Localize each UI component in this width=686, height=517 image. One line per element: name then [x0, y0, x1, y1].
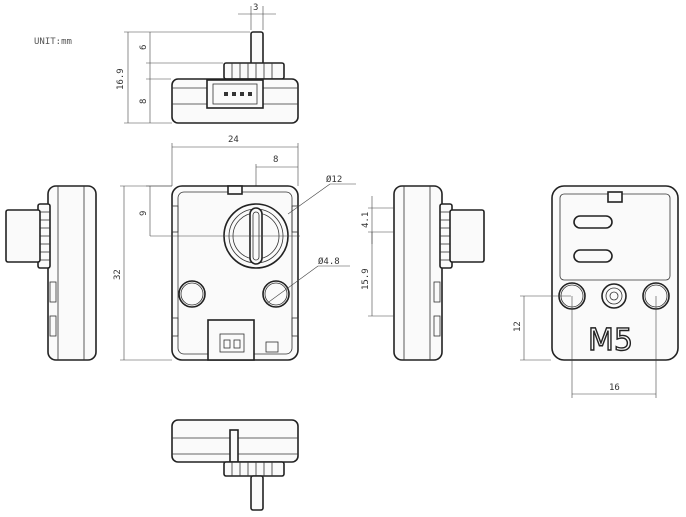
- mounting-hole: [262, 280, 290, 308]
- left-side-view: [5, 185, 97, 361]
- dim-shaft-width: 3: [253, 3, 258, 13]
- connector-pin: [232, 92, 236, 96]
- back-view-body: [551, 185, 679, 361]
- dim-width-24: 24: [228, 135, 239, 145]
- connector-pin: [248, 92, 252, 96]
- lego-slot: [573, 215, 613, 229]
- connector-pin: [240, 92, 244, 96]
- left-shaft: [5, 209, 41, 263]
- dim-offset-9: 9: [139, 211, 149, 216]
- knob-knurl: [223, 62, 285, 80]
- dim-side-4-1: 4.1: [361, 212, 371, 228]
- m5-logo: M5: [588, 323, 633, 358]
- dim-hole-diameter: Ø4.8: [318, 256, 340, 267]
- bottom-view: [171, 419, 299, 511]
- dim-top-6: 6: [139, 45, 149, 50]
- dim-overall-height: 16.9: [116, 68, 126, 90]
- dim-top-8: 8: [139, 99, 149, 104]
- dim-offset-8: 8: [273, 155, 278, 165]
- bottom-knob-knurl: [223, 461, 285, 477]
- top-latch: [227, 185, 243, 195]
- front-view: 24 8 Ø12: [113, 135, 356, 361]
- right-side-body: [393, 185, 443, 361]
- dim-side-15-9: 15.9: [361, 268, 371, 290]
- mounting-hole: [178, 280, 206, 308]
- connector-pin: [224, 92, 228, 96]
- unit-label: UNIT:mm: [34, 37, 72, 47]
- magnet: [601, 283, 627, 309]
- dim-height-32: 32: [113, 269, 123, 280]
- dim-back-12: 12: [513, 321, 523, 332]
- left-side-body: [47, 185, 97, 361]
- back-view: M5 12 16: [513, 185, 679, 398]
- lego-slot: [573, 249, 613, 263]
- back-latch: [607, 191, 623, 203]
- bottom-shaft: [250, 475, 264, 511]
- right-side-view: 4.1 15.9: [361, 185, 485, 361]
- dim-back-16: 16: [609, 383, 620, 393]
- top-view: 3 6 8 16.9: [116, 3, 299, 124]
- bottom-connector: [207, 319, 255, 361]
- dim-knob-diameter: Ø12: [326, 174, 342, 185]
- right-shaft: [449, 209, 485, 263]
- bottom-tab: [229, 429, 239, 463]
